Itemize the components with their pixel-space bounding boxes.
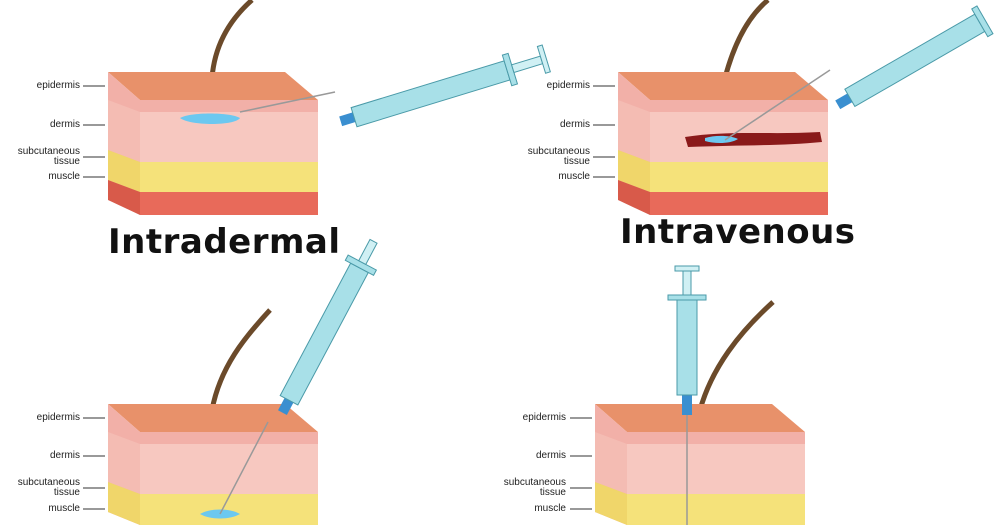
skin-block <box>618 72 828 215</box>
panel-intradermal: epidermis dermis subcutaneous tissue mus… <box>0 0 560 262</box>
label-muscle: muscle <box>534 503 566 514</box>
syringe <box>339 44 551 128</box>
label-dermis: dermis <box>49 450 80 461</box>
label-epidermis: epidermis <box>546 80 590 91</box>
label-muscle: muscle <box>48 503 80 514</box>
skin-block <box>108 404 318 525</box>
needle <box>724 69 831 141</box>
label-epidermis: epidermis <box>522 412 566 423</box>
label-subcutaneous: subcutaneous tissue <box>503 477 566 498</box>
intravenous-diagram <box>593 0 994 215</box>
skin-block <box>108 72 318 215</box>
title-intradermal: Intradermal <box>108 222 341 262</box>
syringe <box>667 265 707 415</box>
label-dermis: dermis <box>559 119 590 130</box>
vein <box>685 132 822 147</box>
needle <box>239 91 336 113</box>
bottom-right-diagram <box>570 265 805 525</box>
hair <box>209 0 254 79</box>
label-subcutaneous: subcutaneous tissue <box>17 146 80 167</box>
skin-block <box>595 404 805 525</box>
title-intravenous: Intravenous <box>620 212 856 252</box>
panel-bottom-left: epidermis dermis subcutaneous tissue mus… <box>0 238 500 525</box>
hair <box>209 308 272 411</box>
bottom-left-diagram <box>83 238 378 525</box>
label-subcutaneous: subcutaneous tissue <box>17 477 80 498</box>
label-dermis: dermis <box>49 119 80 130</box>
panel-bottom-right: epidermis dermis subcutaneous tissue mus… <box>490 262 1000 525</box>
label-epidermis: epidermis <box>36 412 80 423</box>
hair <box>722 0 770 79</box>
label-subcutaneous: subcutaneous tissue <box>527 146 590 167</box>
label-muscle: muscle <box>558 171 590 182</box>
label-dermis: dermis <box>535 450 566 461</box>
syringe <box>835 5 994 110</box>
syringe <box>278 238 378 415</box>
intradermal-diagram <box>83 0 551 215</box>
label-muscle: muscle <box>48 171 80 182</box>
hair <box>697 300 775 411</box>
injected-fluid <box>180 113 240 124</box>
needle <box>219 421 269 515</box>
panel-intravenous: epidermis dermis subcutaneous tissue mus… <box>510 0 1000 262</box>
label-epidermis: epidermis <box>36 80 80 91</box>
